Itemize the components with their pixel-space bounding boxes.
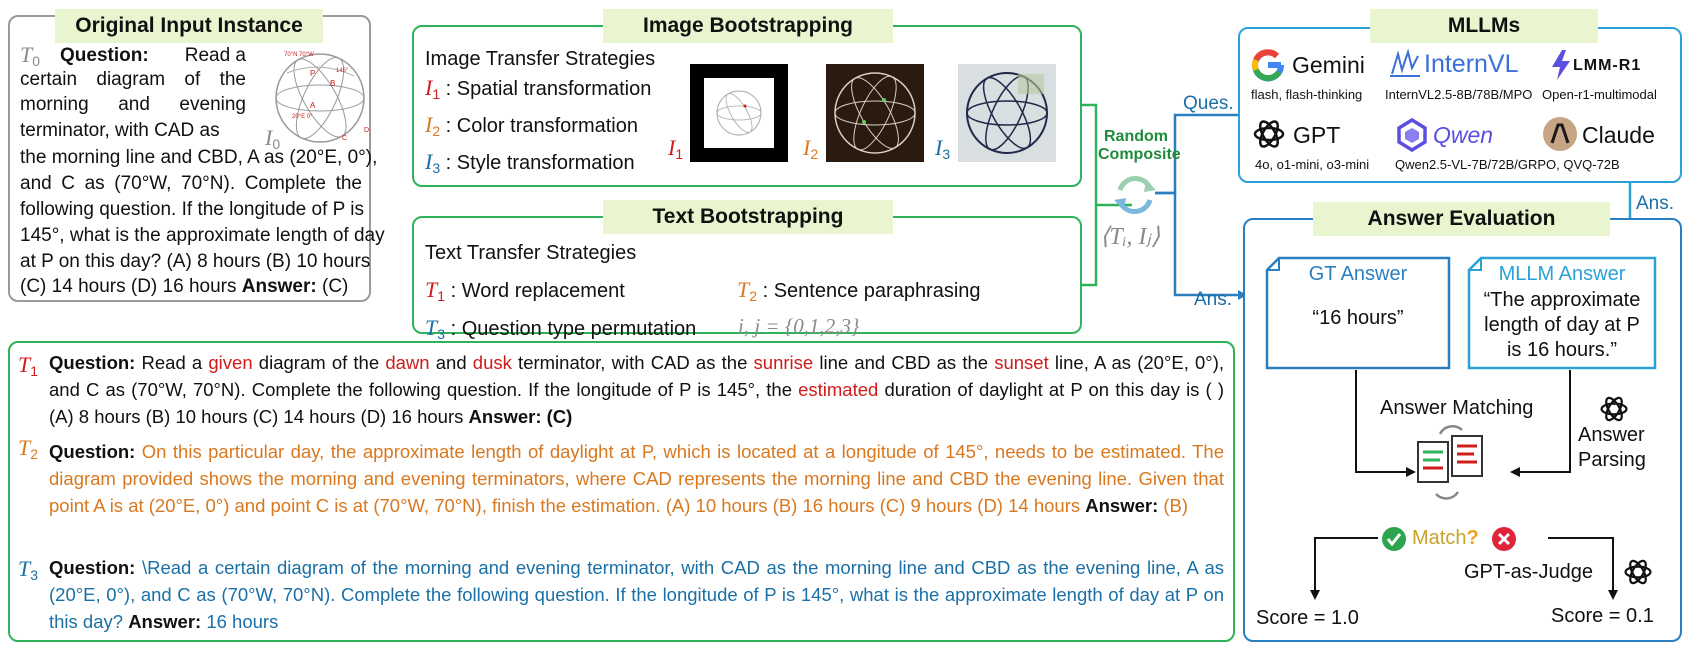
- model-variants-internvl: InternVL2.5-8B/78B/MPO: [1385, 87, 1533, 102]
- google-icon: [1252, 49, 1285, 82]
- thumbnail-color: [826, 64, 924, 162]
- example-t1-symbol: T1: [18, 352, 39, 379]
- text-strategy-item: T1 : Word replacement: [425, 277, 625, 304]
- qwen-icon: [1397, 118, 1427, 152]
- mllm-answer-line: “The approximate: [1483, 289, 1641, 311]
- answer-evaluation-title: Answer Evaluation: [1313, 202, 1610, 236]
- original-answer-line: (C) 14 hours (D) 16 hours Answer: (C): [20, 276, 349, 297]
- refresh-cycle-icon: [1114, 176, 1156, 214]
- original-line: certain diagram of the: [20, 69, 246, 90]
- lightning-icon: [1552, 50, 1570, 80]
- match-label: Match?: [1412, 527, 1479, 549]
- t0-symbol: T0: [20, 42, 41, 69]
- text-strategy-item: T2 : Sentence paraphrasing: [737, 277, 981, 304]
- openai-icon: [1624, 559, 1652, 585]
- example-t2-text: Question: On this particular day, the ap…: [49, 441, 1224, 516]
- ques-label: Ques.: [1183, 93, 1234, 114]
- model-variants-gemini: flash, flash-thinking: [1251, 87, 1363, 102]
- random-composite-label: Random: [1104, 128, 1168, 145]
- answer-matching-label: Answer Matching: [1380, 397, 1534, 419]
- original-line: terminator, with CAD as: [20, 120, 220, 141]
- mllm-answer-title: MLLM Answer: [1498, 263, 1626, 285]
- example-t1-text: Question: Read a given diagram of the da…: [49, 352, 1225, 427]
- model-variants-lmm-r1: Open-r1-multimodal: [1542, 87, 1657, 102]
- i0-symbol: I0: [265, 125, 281, 152]
- original-line: and C as (70°W, 70°N). Complete the: [20, 173, 362, 194]
- check-icon: [1382, 527, 1406, 551]
- globe-label: C: [342, 135, 347, 142]
- example-t3-symbol: T3: [18, 556, 39, 583]
- model-name-qwen: Qwen: [1433, 122, 1494, 148]
- gt-answer-doc-shape: [1265, 256, 1451, 370]
- thumbnail-style: [958, 64, 1056, 162]
- globe-label: 20°E 0°: [292, 114, 313, 120]
- mllm-answer-line: is 16 hours.”: [1506, 339, 1618, 361]
- answer-parsing-label: Parsing: [1578, 449, 1646, 471]
- openai-icon: [1600, 396, 1628, 422]
- original-question-label: Question:: [60, 45, 149, 66]
- evaluation-connectors: [1310, 370, 1618, 600]
- text-strategies-heading: Text Transfer Strategies: [425, 242, 637, 264]
- original-line: 145°, what is the approximate length of …: [20, 225, 385, 246]
- image-strategy-item: I1 : Spatial transformation: [425, 75, 652, 102]
- text-strategy-item: T3 : Question type permutation: [425, 315, 697, 342]
- ans-label-left: Ans.: [1194, 289, 1233, 310]
- example-t2-symbol: T2: [18, 435, 39, 462]
- composite-connectors: [1082, 103, 1247, 300]
- original-line: Read a: [184, 45, 246, 66]
- model-variants-gpt: 4o, o1-mini, o3-mini: [1255, 157, 1370, 172]
- globe-label: 70°N 70°W: [284, 52, 314, 58]
- index-formula: i, j = {0,1,2,3}: [738, 314, 860, 338]
- cross-icon: [1492, 527, 1516, 551]
- original-line: at P on this day? (A) 8 hours (B) 10 hou…: [20, 251, 371, 272]
- examples-panel: [8, 341, 1235, 642]
- model-name-claude: Claude: [1582, 122, 1655, 148]
- image-bootstrapping-title: Image Bootstrapping: [603, 9, 893, 43]
- globe-label: B: [330, 79, 335, 88]
- gt-answer-title: GT Answer: [1308, 263, 1408, 285]
- model-variants-qwen: Qwen2.5-VL-7B/72B/GRPO, QVQ-72B: [1395, 157, 1620, 172]
- openai-icon: [1253, 120, 1285, 148]
- original-line: morning and evening: [20, 94, 246, 115]
- mllm-answer-doc-shape: [1467, 256, 1657, 370]
- image-strategy-item: I2 : Color transformation: [425, 112, 638, 139]
- globe-label: D: [364, 127, 369, 134]
- image-strategy-item: I3 : Style transformation: [425, 149, 635, 176]
- document-compare-icon: [1417, 425, 1483, 500]
- image-strategies-heading: Image Transfer Strategies: [425, 48, 656, 70]
- ans-label-right: Ans.: [1636, 193, 1675, 214]
- model-name-gemini: Gemini: [1292, 52, 1365, 78]
- original-line: the morning line and CBD, A as (20°E, 0°…: [20, 147, 378, 168]
- thumbnail-spatial: [690, 64, 788, 162]
- example-t3-text: Question: \Read a certain diagram of the…: [49, 557, 1224, 632]
- mllms-panel: [1238, 27, 1682, 183]
- original-input-title: Original Input Instance: [55, 9, 323, 43]
- gt-answer-value: “16 hours”: [1312, 307, 1404, 329]
- globe-label: 145°: [336, 68, 349, 74]
- model-name-internvl: InternVL: [1424, 50, 1519, 78]
- pair-notation: ⟨Tᵢ, Iⱼ⟩: [1100, 224, 1161, 250]
- globe-label: A: [310, 101, 316, 110]
- mllm-answer-line: length of day at P: [1484, 314, 1640, 336]
- text-bootstrapping-title: Text Bootstrapping: [603, 200, 893, 234]
- answer-parsing-label: Answer: [1578, 424, 1645, 446]
- claude-icon: [1543, 117, 1577, 151]
- model-name-lmm-r1: LMM-R1: [1573, 57, 1642, 74]
- gpt-as-judge-label: GPT-as-Judge: [1464, 561, 1593, 583]
- original-line: following question. If the longitude of …: [20, 199, 364, 220]
- thumbnail-label-i3: I3: [935, 135, 951, 162]
- mllms-title: MLLMs: [1370, 9, 1598, 43]
- score-left: Score = 1.0: [1256, 607, 1359, 629]
- globe-label: P: [310, 69, 315, 78]
- random-composite-label: Composite: [1098, 146, 1181, 163]
- score-right: Score = 0.1: [1551, 605, 1654, 627]
- globe-diagram: 70°N 70°W 145° B P A 20°E 0° C D: [275, 52, 369, 143]
- thumbnail-label-i2: I2: [803, 135, 819, 162]
- model-name-gpt: GPT: [1293, 122, 1341, 148]
- thumbnail-label-i1: I1: [668, 135, 684, 162]
- internvl-icon: [1390, 48, 1420, 77]
